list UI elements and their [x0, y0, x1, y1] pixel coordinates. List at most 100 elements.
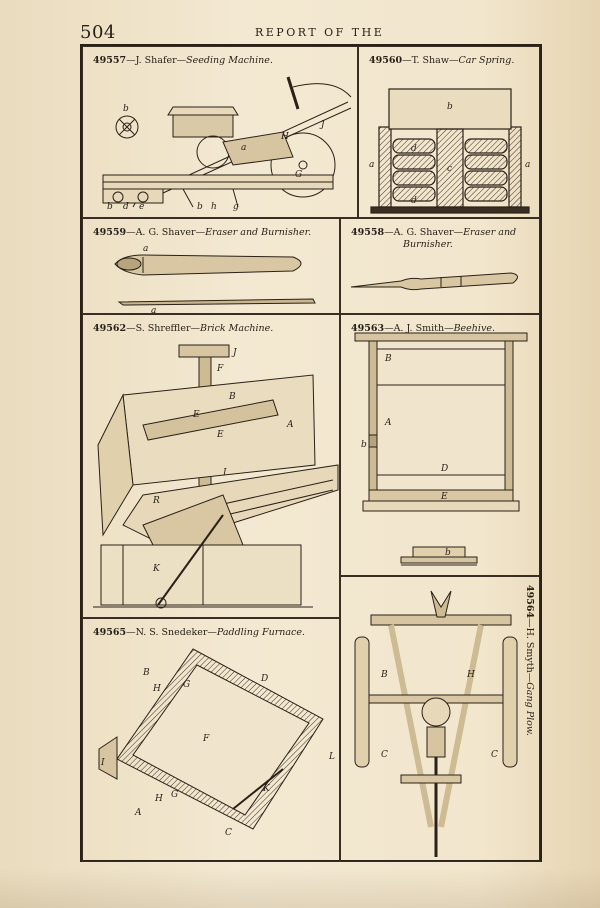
svg-text:G: G: [295, 170, 302, 180]
svg-text:b: b: [445, 548, 451, 558]
figure-number: 49564: [524, 585, 535, 619]
svg-text:R: R: [152, 496, 160, 506]
svg-text:d: d: [123, 202, 129, 212]
svg-text:B: B: [380, 670, 388, 680]
svg-text:e: e: [139, 202, 144, 212]
figure-number: 49558: [351, 227, 385, 238]
figure-inventor: J. Shafer: [135, 55, 177, 66]
figure-panel-brick-machine: 49562—S. Shreffler—Brick Machine.: [82, 314, 340, 618]
figure-panel-paddling-furnace: 49565—N. S. Snedeker—Paddling Furnace. B…: [82, 618, 340, 862]
svg-text:H: H: [280, 132, 289, 142]
figure-caption: 49563—A. J. Smith—Beehive.: [351, 323, 495, 334]
figure-inventor: A. G. Shaver: [135, 227, 196, 238]
figure-panel-car-spring: 49560—T. Shaw—Car Spring.: [358, 46, 540, 218]
eraser-burnisher-illustration: a a: [114, 244, 316, 314]
figure-number: 49562: [93, 323, 127, 334]
figure-caption: 49559—A. G. Shaver—Eraser and Burnisher.: [93, 227, 312, 238]
figure-title: Beehive.: [453, 323, 495, 334]
figure-panel-eraser-burnisher-49559: 49559—A. G. Shaver—Eraser and Burnisher.…: [82, 218, 340, 314]
seeding-machine-illustration: b J H a G b h g b d e: [102, 76, 352, 212]
figure-panel-gang-plow: 49564—H. Smyth—Gang Plow. B H: [340, 576, 540, 862]
figure-panel-seeding-machine: 49557—J. Shafer—Seeding Machine.: [82, 46, 358, 218]
svg-text:b: b: [361, 440, 367, 450]
figure-number: 49557: [93, 55, 127, 66]
svg-text:I: I: [222, 468, 227, 478]
svg-text:d: d: [411, 196, 417, 206]
svg-text:C: C: [225, 828, 232, 838]
svg-text:a: a: [241, 143, 246, 153]
figure-caption: 49560—T. Shaw—Car Spring.: [369, 55, 515, 66]
figure-inventor: N. S. Snedeker: [135, 627, 208, 638]
svg-text:b: b: [123, 104, 129, 114]
svg-text:E: E: [192, 410, 200, 420]
svg-text:J: J: [231, 348, 238, 358]
figure-caption: 49557—J. Shafer—Seeding Machine.: [93, 55, 273, 66]
page-edge-shadow: [0, 868, 600, 908]
svg-text:I: I: [100, 758, 105, 768]
page-number: 504: [80, 22, 116, 43]
svg-text:a: a: [143, 244, 148, 254]
svg-text:a: a: [525, 160, 530, 170]
figure-title: Paddling Furnace.: [216, 627, 305, 638]
running-head: REPORT OF THE: [255, 26, 385, 39]
svg-text:G: G: [171, 790, 178, 800]
figure-title: Brick Machine.: [200, 323, 274, 334]
svg-text:D: D: [440, 464, 448, 474]
figure-number: 49559: [93, 227, 127, 238]
svg-text:K: K: [152, 564, 161, 574]
svg-text:L: L: [328, 752, 335, 762]
svg-text:C: C: [381, 750, 388, 760]
svg-text:g: g: [233, 202, 239, 212]
figure-caption: 49565—N. S. Snedeker—Paddling Furnace.: [93, 627, 305, 638]
figure-title: Seeding Machine.: [186, 55, 273, 66]
figure-number: 49565: [93, 627, 127, 638]
figure-title: Eraser and Burnisher.: [205, 227, 312, 238]
figure-caption-vertical: 49564—H. Smyth—Gang Plow.: [524, 585, 535, 736]
svg-text:h: h: [211, 202, 217, 212]
svg-text:K: K: [262, 784, 271, 794]
svg-text:D: D: [260, 674, 268, 684]
figure-inventor: S. Shreffler: [135, 323, 191, 334]
car-spring-illustration: b a a d c d: [369, 88, 530, 214]
figure-inventor: A. J. Smith: [393, 323, 445, 334]
figure-inventor: A. G. Shaver: [393, 227, 454, 238]
figure-caption: 49562—S. Shreffler—Brick Machine.: [93, 323, 274, 334]
svg-text:C: C: [491, 750, 498, 760]
svg-text:c: c: [447, 164, 452, 174]
figure-inventor: T. Shaw: [411, 55, 449, 66]
svg-text:J: J: [319, 120, 326, 130]
brick-machine-illustration: J F B A E E I R K: [93, 344, 339, 609]
figure-inventor: H. Smyth: [524, 627, 535, 673]
svg-text:A: A: [134, 808, 142, 818]
svg-text:E: E: [440, 492, 448, 502]
svg-text:H: H: [152, 684, 161, 694]
svg-text:A: A: [286, 420, 294, 430]
svg-text:b: b: [447, 102, 453, 112]
svg-text:B: B: [142, 668, 150, 678]
gang-plow-illustration: B H C C: [354, 590, 518, 857]
figure-number: 49560: [369, 55, 403, 66]
eraser-burnisher-illustration: [350, 272, 518, 291]
svg-text:B: B: [228, 392, 236, 402]
svg-text:H: H: [466, 670, 475, 680]
svg-text:a: a: [151, 306, 156, 314]
svg-text:b: b: [107, 202, 113, 212]
svg-text:F: F: [216, 364, 224, 374]
svg-text:b: b: [197, 202, 203, 212]
figure-title-continued: Burnisher.: [403, 239, 453, 250]
figure-panel-eraser-burnisher-49558: 49558—A. G. Shaver—Eraser and Burnisher.: [340, 218, 540, 314]
svg-text:A: A: [384, 418, 392, 428]
svg-text:a: a: [369, 160, 374, 170]
figure-number: 49563: [351, 323, 385, 334]
svg-text:H: H: [154, 794, 163, 804]
svg-text:E: E: [216, 430, 224, 440]
figure-title: Eraser and: [463, 227, 517, 238]
plate-frame: 49557—J. Shafer—Seeding Machine.: [80, 44, 542, 862]
figure-title: Gang Plow.: [524, 682, 535, 736]
svg-text:d: d: [411, 144, 417, 154]
figure-caption: 49558—A. G. Shaver—Eraser and: [351, 227, 517, 238]
svg-text:B: B: [384, 354, 392, 364]
paddling-furnace-illustration: B H G D F I L K A H G C: [98, 648, 335, 838]
beehive-illustration: B A b D E b: [354, 332, 528, 566]
